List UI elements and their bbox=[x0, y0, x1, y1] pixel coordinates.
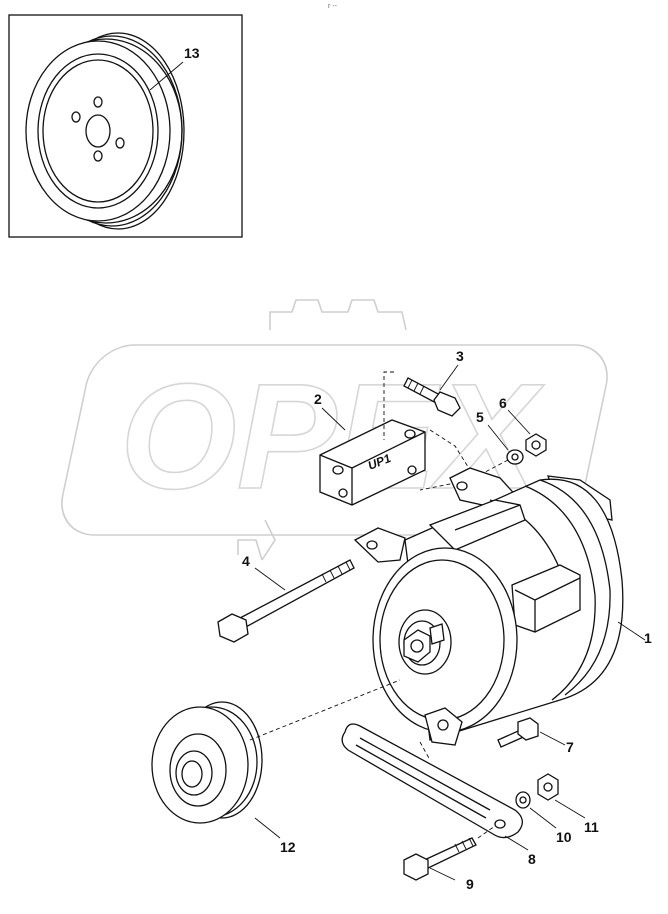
long-bolt-4 bbox=[217, 559, 355, 643]
callout-11: 11 bbox=[584, 819, 599, 835]
callout-7: 7 bbox=[566, 739, 574, 755]
callout-10: 10 bbox=[556, 829, 572, 845]
pulley-12 bbox=[151, 701, 263, 824]
mounting-bracket: UP1 bbox=[319, 419, 426, 506]
callout-4: 4 bbox=[242, 553, 250, 569]
nut-6 bbox=[525, 433, 547, 457]
alternator bbox=[353, 467, 624, 746]
bolt-3 bbox=[403, 377, 461, 417]
callout-1: 1 bbox=[644, 630, 652, 646]
bolt-9 bbox=[403, 837, 477, 881]
washer-10 bbox=[515, 791, 531, 809]
header-mark: r -- bbox=[328, 3, 338, 10]
callout-9: 9 bbox=[466, 876, 474, 892]
callout-2: 2 bbox=[314, 391, 322, 407]
callout-8: 8 bbox=[528, 851, 536, 867]
bolt-7 bbox=[497, 717, 539, 748]
callout-3: 3 bbox=[456, 348, 464, 364]
callout-12: 12 bbox=[280, 839, 296, 855]
pulley-13 bbox=[25, 32, 185, 230]
washer-5 bbox=[506, 449, 524, 465]
callout-13: 13 bbox=[184, 45, 200, 61]
callout-5: 5 bbox=[476, 409, 484, 425]
nut-11 bbox=[537, 773, 559, 801]
callout-6: 6 bbox=[499, 395, 507, 411]
adjusting-strap-8 bbox=[341, 723, 523, 839]
